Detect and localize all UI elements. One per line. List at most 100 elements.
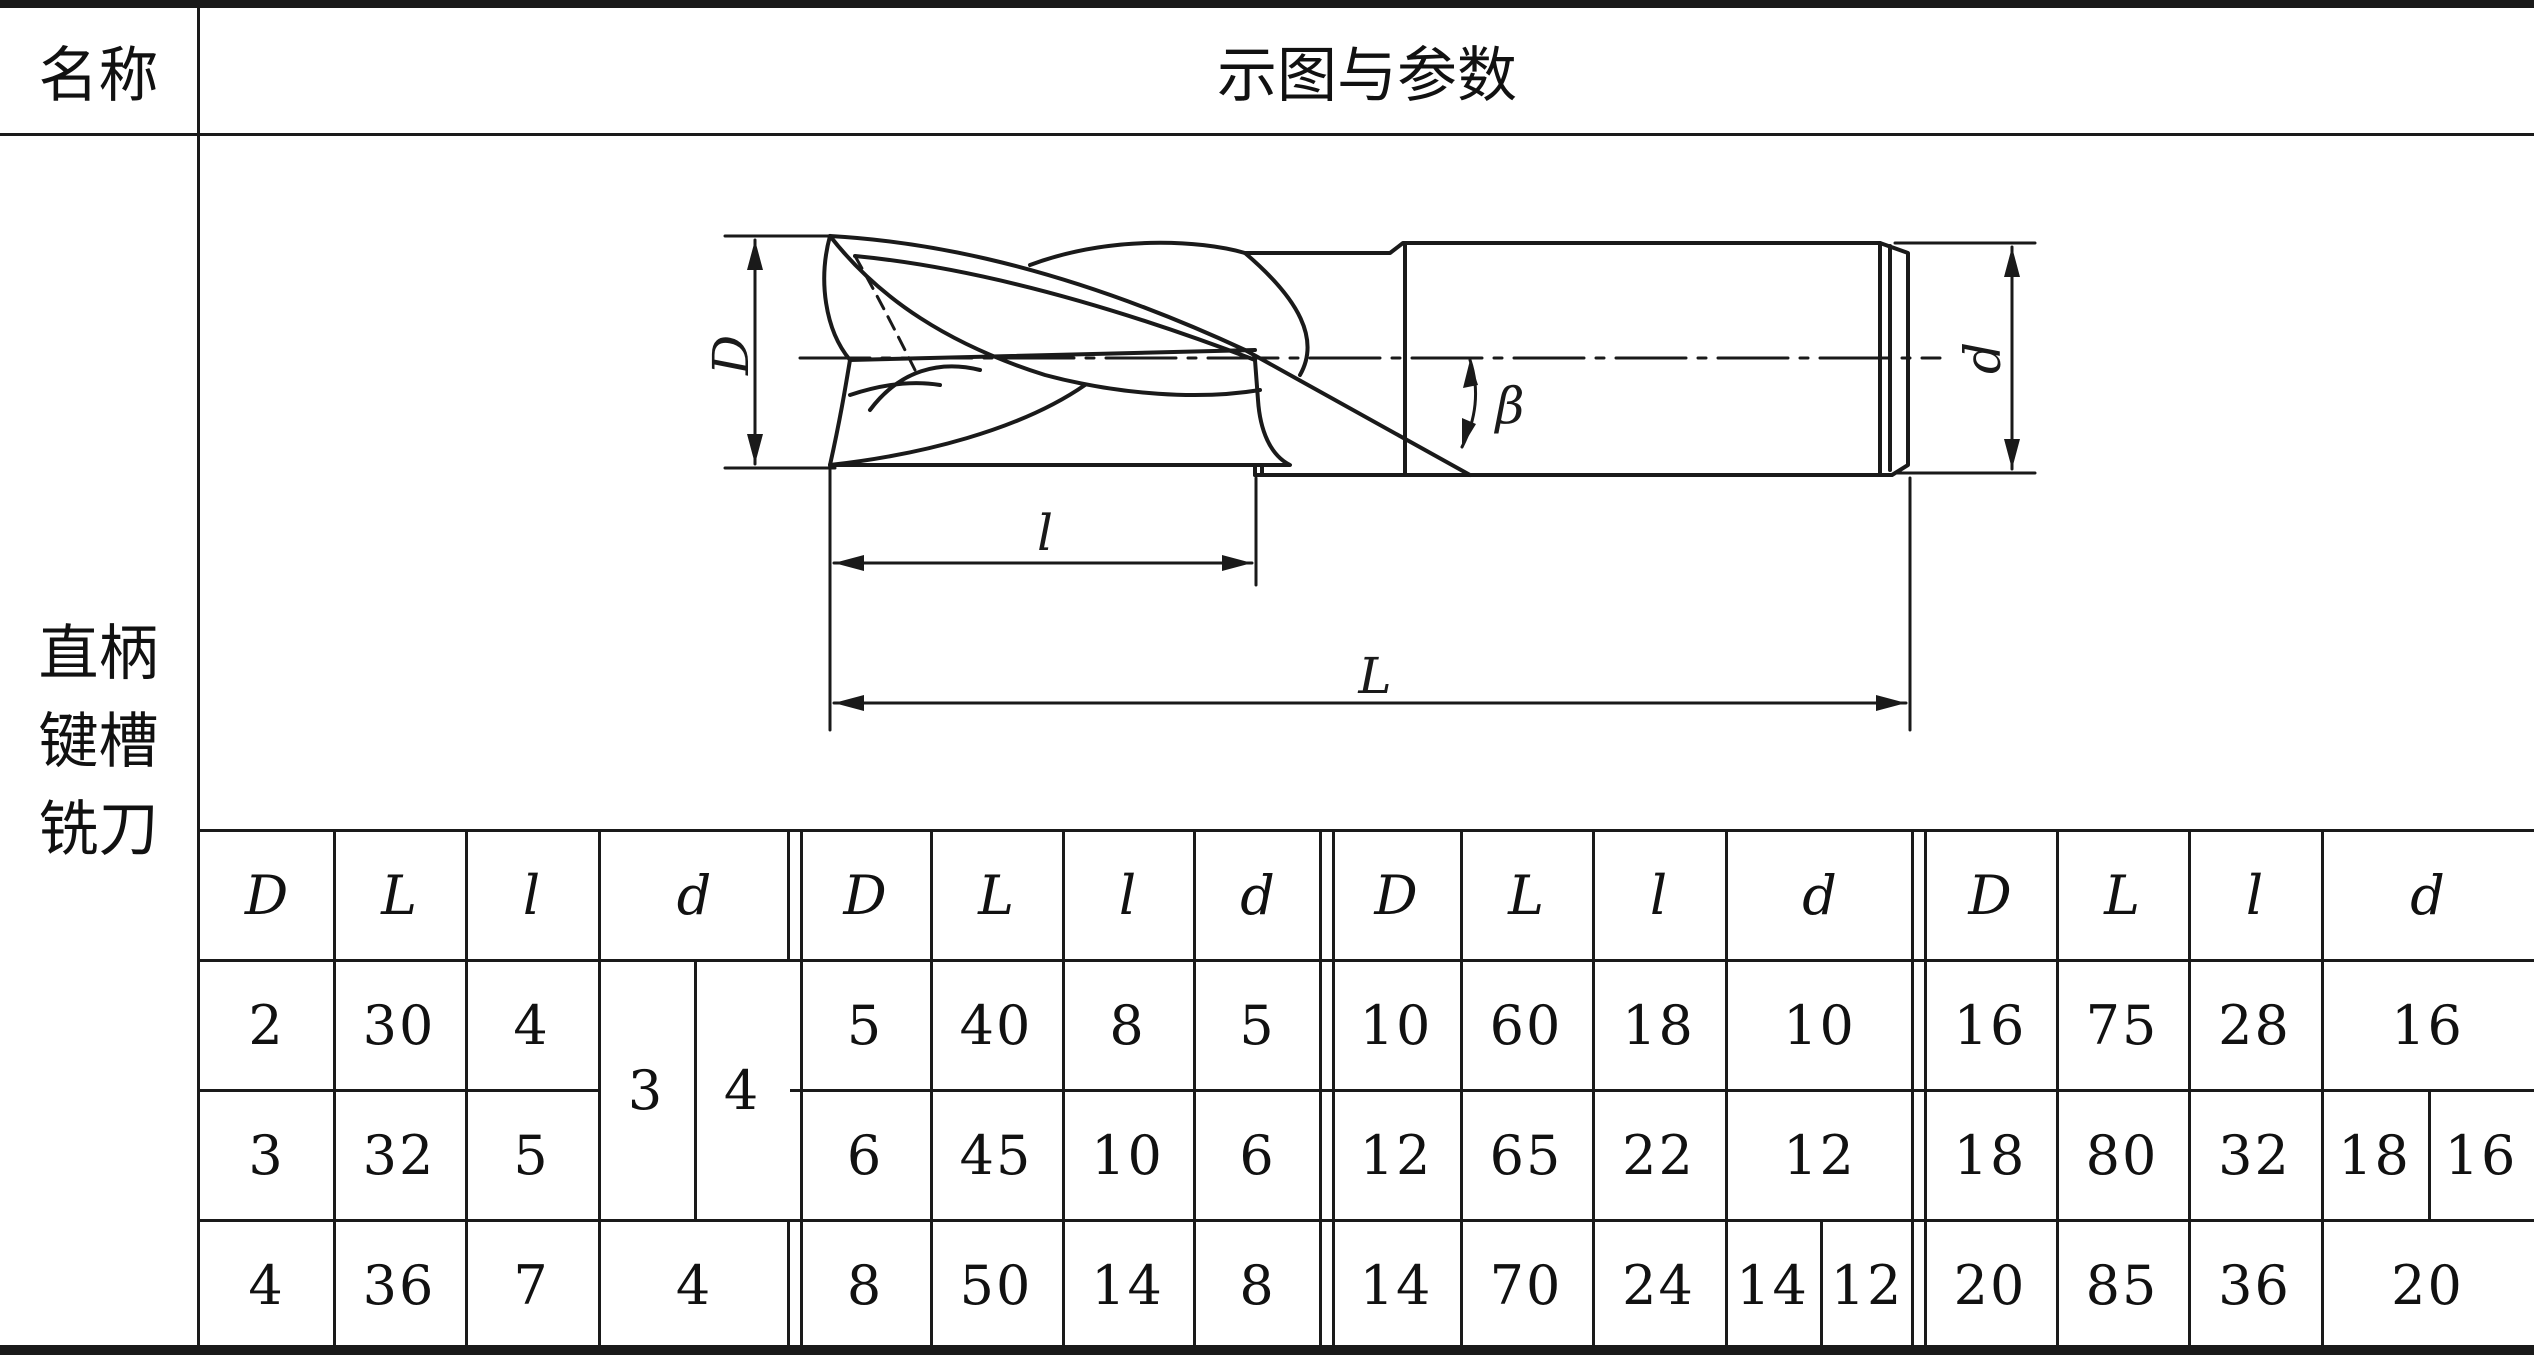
cell-D-g4-r3: 20: [1953, 1254, 2027, 1317]
cell-D-g4-r1: 16: [1953, 994, 2027, 1057]
dim-label-beta: β: [1494, 377, 1525, 435]
header-d-g4: d: [2410, 864, 2445, 927]
cell-D-g1-r3: 4: [248, 1254, 285, 1317]
header-D-g1: D: [244, 864, 289, 927]
header-D-g2: D: [843, 864, 887, 927]
group-separator-left-2: [1319, 829, 1322, 1345]
cell-d-b-g4-r2: 16: [2444, 1124, 2518, 1187]
col-line-g2-2: [1062, 829, 1065, 1345]
col-line-g1-1: [333, 829, 336, 1345]
col-line-g2-1: [930, 829, 933, 1345]
cell-l-g2-r2: 10: [1091, 1124, 1164, 1187]
cell-D-g1-r1: 2: [248, 994, 285, 1057]
cell-D-g3-r3: 14: [1359, 1254, 1433, 1317]
header-l-g3: l: [1649, 864, 1668, 927]
cell-L-g3-r1: 60: [1489, 994, 1563, 1057]
group-separator-right-2: [1332, 829, 1335, 1345]
cell-L-g2-r3: 50: [959, 1254, 1033, 1317]
group-separator-right-1: [800, 829, 803, 1345]
header-L-g2: L: [978, 864, 1014, 927]
cell-L-g1-r2: 32: [362, 1124, 436, 1187]
header-name: 名称: [38, 41, 159, 111]
header-L-g4: L: [2104, 864, 2140, 927]
tool-name-line-2: 键槽: [38, 707, 159, 777]
col-line-g3-2: [1592, 829, 1595, 1345]
tool-name: 直柄 键槽 铣刀: [0, 610, 197, 874]
cell-d-g4-r1: 16: [2391, 994, 2464, 1057]
header-d-g1: d: [676, 864, 712, 927]
cell-d-g2-r1: 5: [1239, 994, 1276, 1057]
cell-l-g2-r3: 14: [1091, 1254, 1164, 1317]
cell-l-g1-r2: 5: [513, 1124, 550, 1187]
cell-d-g2-r3: 8: [1239, 1254, 1276, 1317]
dim-label-d: d: [1954, 342, 2012, 374]
data-table-top: [200, 829, 2534, 832]
cell-L-g4-r1: 75: [2085, 994, 2159, 1057]
col-line-g4-2: [2188, 829, 2191, 1345]
col-line-g1-3: [598, 829, 601, 1345]
flute-outline: [828, 234, 1472, 477]
dim-label-D: D: [702, 335, 760, 376]
header-l-g1: l: [522, 864, 541, 927]
cell-l-g2-r1: 8: [1109, 994, 1146, 1057]
cell-d-a-g3-r3: 14: [1736, 1254, 1809, 1317]
cell-D-g3-r2: 12: [1359, 1124, 1433, 1187]
cell-D-g2-r1: 5: [846, 994, 884, 1057]
cell-D-g2-r2: 6: [846, 1124, 884, 1187]
col-line-g3-1: [1460, 829, 1463, 1345]
col-line-g4-3: [2321, 829, 2324, 1345]
cell-l-g3-r1: 18: [1622, 994, 1695, 1057]
cell-l-g3-r2: 22: [1622, 1124, 1695, 1187]
cell-L-g3-r2: 65: [1489, 1124, 1563, 1187]
header-L-g3: L: [1508, 864, 1544, 927]
header-D-g3: D: [1374, 864, 1418, 927]
cell-d-g3-r1: 10: [1783, 994, 1856, 1057]
data-row-line-3: [200, 1219, 2534, 1222]
cell-L-g4-r2: 80: [2085, 1124, 2159, 1187]
col-line-g2-3: [1193, 829, 1196, 1345]
name-column-divider: [197, 0, 200, 1350]
data-row-line-2: [200, 1089, 2534, 1092]
table-top-border: [0, 0, 2534, 8]
cell-D-g3-r1: 10: [1359, 994, 1433, 1057]
cell-d-b-g3-r3: 12: [1830, 1254, 1904, 1317]
header-figure-params: 示图与参数: [1217, 41, 1517, 111]
group-separator-left-3: [1911, 829, 1914, 1345]
cell-L-g4-r3: 85: [2085, 1254, 2159, 1317]
col-line-g1-2: [465, 829, 468, 1345]
cell-l-g1-r1: 4: [513, 994, 550, 1057]
cell-d-g3-r2: 12: [1783, 1124, 1856, 1187]
cell-d-a-g4-r2: 18: [2338, 1124, 2411, 1187]
cell-l-g4-r3: 36: [2218, 1254, 2291, 1317]
cell-L-g3-r3: 70: [1489, 1254, 1563, 1317]
dim-label-L: L: [1357, 647, 1391, 705]
split-line-g3-r3: [1820, 1219, 1823, 1349]
cell-D-g4-r2: 18: [1953, 1124, 2027, 1187]
cell-d-merged-a: 3: [627, 1059, 665, 1122]
cell-L-g2-r1: 40: [959, 994, 1033, 1057]
cell-l-g4-r1: 28: [2218, 994, 2291, 1057]
data-row-line-1: [200, 959, 2534, 962]
tool-name-line-3: 铣刀: [38, 795, 159, 865]
cell-d-g1-r3: 4: [675, 1254, 713, 1317]
cell-L-g1-r1: 30: [362, 994, 436, 1057]
dim-label-l: l: [1037, 504, 1053, 562]
header-l-g4: l: [2245, 864, 2264, 927]
tool-name-line-1: 直柄: [38, 619, 159, 689]
split-line-g4-r2: [2428, 1089, 2431, 1219]
header-L-g1: L: [381, 864, 417, 927]
cell-d-g2-r2: 6: [1239, 1124, 1276, 1187]
cell-l-g4-r2: 32: [2218, 1124, 2291, 1187]
cell-D-g1-r2: 3: [248, 1124, 285, 1187]
header-l-g2: l: [1118, 864, 1137, 927]
group-separator-right-3: [1924, 829, 1927, 1345]
header-d-g2: d: [1240, 864, 1275, 927]
cell-L-g2-r2: 45: [959, 1124, 1033, 1187]
table-bottom-border: [0, 1345, 2534, 1355]
cell-L-g1-r3: 36: [362, 1254, 436, 1317]
cell-D-g2-r3: 8: [846, 1254, 884, 1317]
header-divider: [0, 133, 2534, 136]
merged-split-line: [694, 962, 697, 1219]
header-d-g3: d: [1802, 864, 1837, 927]
